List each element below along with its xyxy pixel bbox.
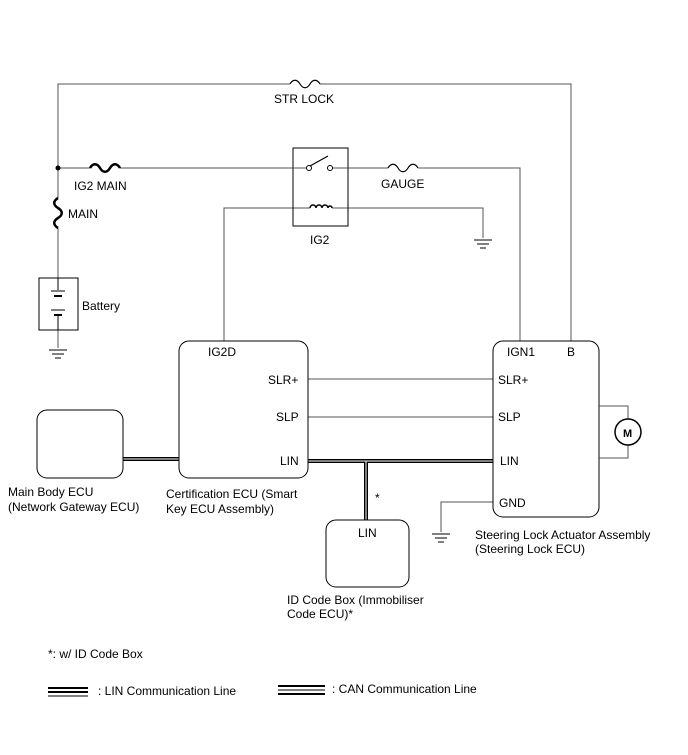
steering-lock-name-2: (Steering Lock ECU) <box>475 542 585 556</box>
motor-wiring <box>599 405 629 459</box>
fuse-gauge-icon <box>387 163 419 173</box>
id-code-pin-lin: LIN <box>358 526 377 540</box>
fuse-label-str-lock: STR LOCK <box>274 92 334 106</box>
fuse-label-gauge: GAUGE <box>381 177 424 191</box>
sl-pin-slp: SLP <box>498 410 521 424</box>
ground-icon <box>432 533 450 543</box>
signal-lines <box>308 378 493 418</box>
steering-lock-actuator-box <box>492 340 600 518</box>
legend-can-label: : CAN Communication Line <box>332 682 477 696</box>
footnote: *: w/ ID Code Box <box>48 647 143 661</box>
asterisk-mark: * <box>375 491 380 505</box>
cert-pin-lin: LIN <box>280 454 299 468</box>
main-body-ecu-name-2: (Network Gateway ECU) <box>8 500 139 514</box>
sl-pin-ign1: IGN1 <box>507 345 535 359</box>
id-code-box <box>325 519 410 588</box>
ig2-relay <box>292 147 349 227</box>
power-wiring <box>57 83 572 532</box>
fuse-str-lock-icon <box>289 79 321 89</box>
sl-pin-lin: LIN <box>500 454 519 468</box>
ground-icon <box>474 239 492 249</box>
main-body-ecu-name-1: Main Body ECU <box>8 485 93 499</box>
lin-line <box>308 459 493 520</box>
sl-pin-slr: SLR+ <box>498 373 528 387</box>
battery-icon <box>38 277 79 331</box>
cert-ecu-name-1: Certification ECU (Smart <box>166 487 298 501</box>
steering-lock-name-1: Steering Lock Actuator Assembly <box>475 528 650 542</box>
ground-icon <box>49 349 67 359</box>
id-code-box-name-2: Code ECU)* <box>287 607 353 621</box>
legend-lin-label: : LIN Communication Line <box>98 684 236 698</box>
relay-label: IG2 <box>310 233 330 247</box>
motor-icon <box>614 418 642 446</box>
sl-pin-gnd: GND <box>499 496 526 510</box>
fuse-label-ig2-main: IG2 MAIN <box>74 179 127 193</box>
cert-pin-slp: SLP <box>276 410 299 424</box>
legend-can-swatch <box>278 685 325 695</box>
legend-lin-swatch <box>48 687 88 697</box>
main-body-ecu-box <box>36 409 124 479</box>
cert-ecu-name-2: Key ECU Assembly) <box>166 502 274 516</box>
sl-pin-b: B <box>567 345 575 359</box>
id-code-box-name-1: ID Code Box (Immobiliser <box>287 593 424 607</box>
cert-pin-ig2d: IG2D <box>208 345 236 359</box>
certification-ecu-box <box>178 340 309 479</box>
junction-dot <box>55 165 61 171</box>
battery-label: Battery <box>82 299 120 313</box>
fuse-main-icon <box>53 196 63 230</box>
fuse-label-main: MAIN <box>68 207 98 221</box>
motor-label: M <box>623 428 632 440</box>
fuse-ig2-main-icon <box>88 163 122 173</box>
cert-pin-slr: SLR+ <box>268 373 298 387</box>
